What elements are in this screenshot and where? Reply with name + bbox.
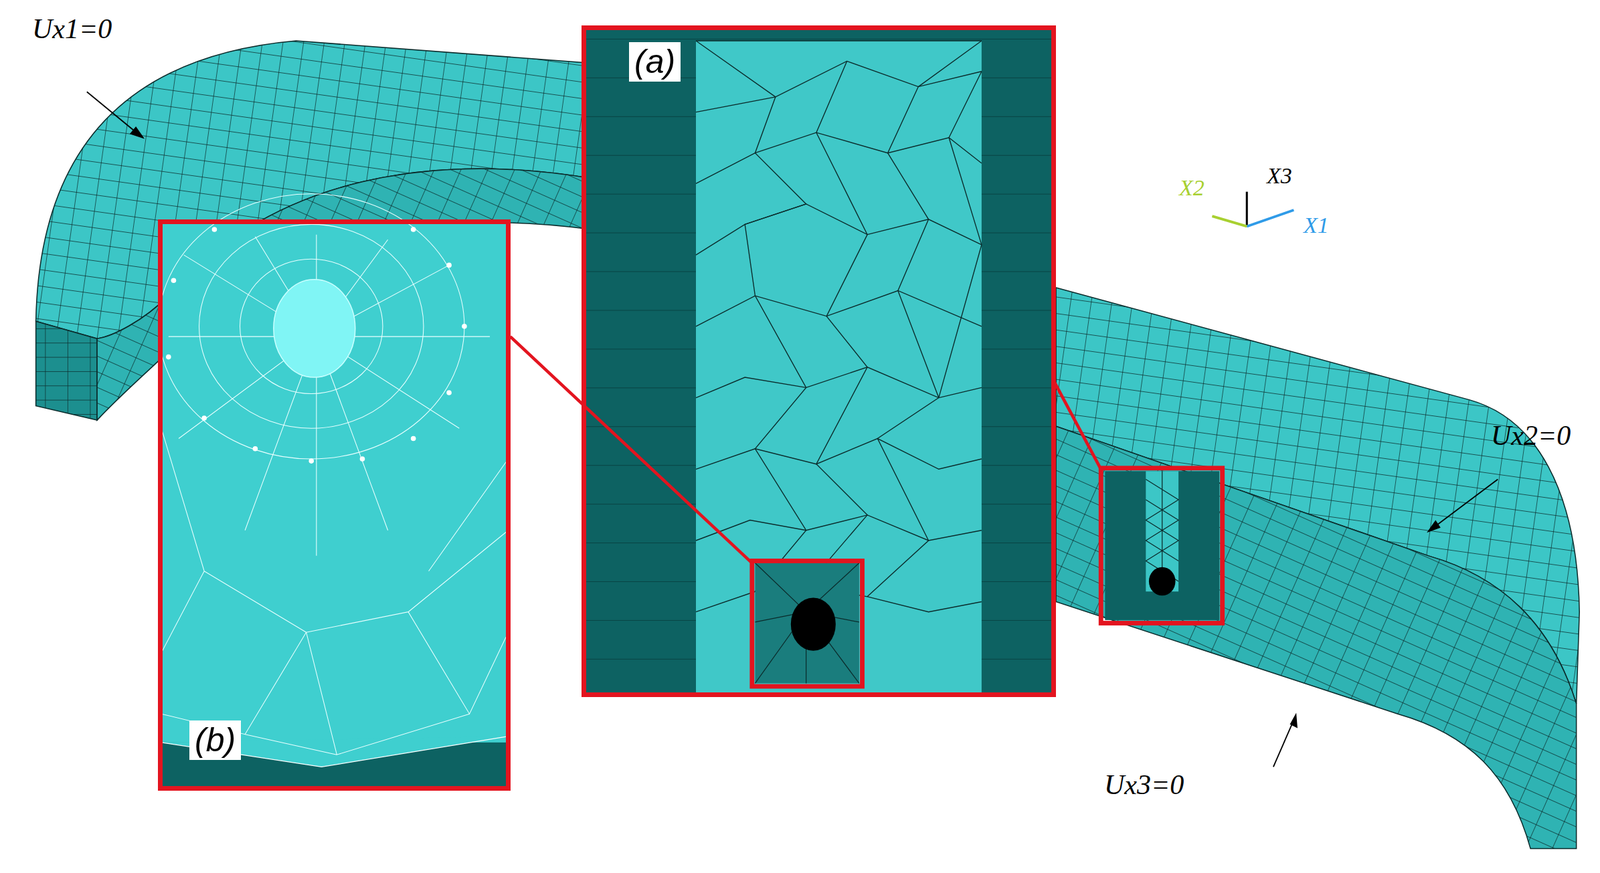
zoom-inset: (b) [157, 219, 511, 791]
boundary-condition: Ux3=0 [1104, 769, 1184, 801]
axis-label: X1 [1303, 212, 1329, 238]
inset-label: (a) [629, 42, 681, 82]
boundary-condition: Ux2=0 [1490, 420, 1571, 452]
axis-label: X2 [1179, 175, 1205, 201]
zoom-inset: (a) [581, 25, 1056, 698]
inset-label: (b) [189, 720, 241, 761]
boundary-condition: Ux1=0 [32, 13, 112, 45]
axis-label: X3 [1266, 163, 1293, 189]
